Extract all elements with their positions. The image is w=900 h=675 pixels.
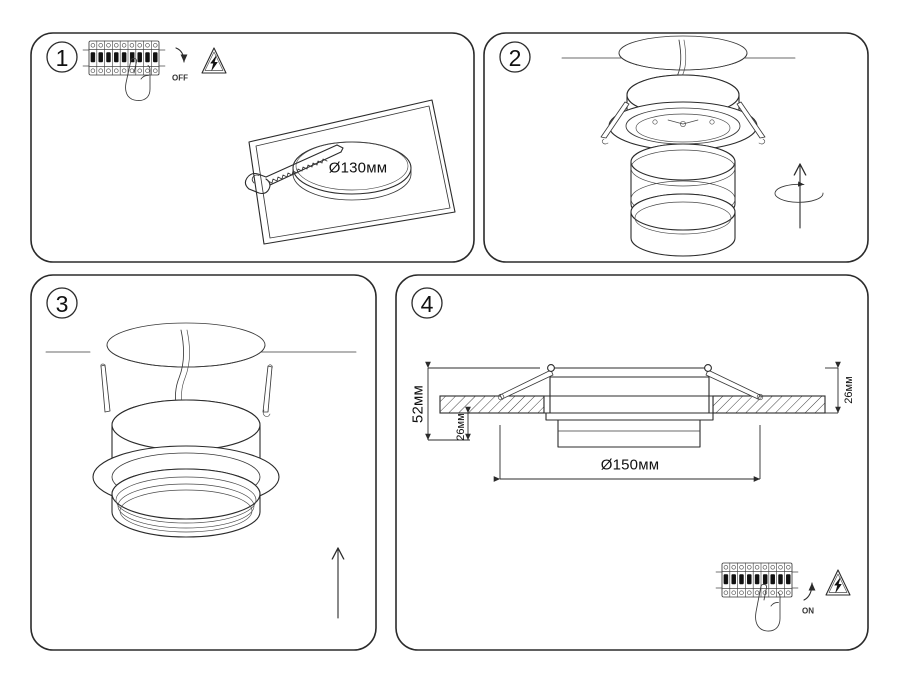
dimension-arrow-icon <box>825 361 841 414</box>
downlight-housing-icon <box>608 74 758 151</box>
total-height-label: 52мм <box>410 385 427 423</box>
ceiling-hole-icon <box>45 322 357 368</box>
panel-4-frame <box>395 274 869 651</box>
ceiling-hole-icon <box>561 35 796 71</box>
insert-and-rotate-arrow-icon <box>774 164 824 229</box>
hole-diameter-label: Ø130мм <box>329 160 388 177</box>
outer-diameter-label: Ø150мм <box>601 457 660 474</box>
breaker-off-label: OFF <box>172 74 188 83</box>
panel-3-step-number: 3 <box>46 287 78 319</box>
assembled-luminaire-icon <box>92 399 280 538</box>
dimension-arrow-icon <box>425 361 540 441</box>
decorative-ring-icon <box>630 193 736 257</box>
hand-pointing-icon <box>755 583 781 632</box>
step-number-label: 4 <box>421 291 434 317</box>
panel-1-step-number: 1 <box>46 41 78 73</box>
dimension-arrow-icon <box>493 425 761 482</box>
circuit-breaker-icon <box>715 562 799 598</box>
hand-pointing-icon <box>125 57 151 101</box>
circuit-breaker-icon <box>82 40 166 76</box>
step-number-label: 1 <box>56 45 69 71</box>
spring-clip-raised-icon <box>100 363 273 417</box>
panel-4-step-number: 4 <box>411 287 443 319</box>
step-number-label: 2 <box>509 45 522 71</box>
breaker-on-label: ON <box>802 607 814 616</box>
spring-clip-icon <box>600 101 766 145</box>
step-number-label: 3 <box>56 291 69 317</box>
electrical-hazard-triangle-icon <box>825 569 851 596</box>
electrical-hazard-triangle-icon <box>201 47 227 74</box>
ceiling-thickness-label: 26мм <box>455 413 467 440</box>
recess-depth-label: 26мм <box>843 376 855 403</box>
keyhole-saw-icon <box>244 144 344 195</box>
section-view-icon <box>543 367 714 448</box>
spring-clip-icon <box>497 364 764 401</box>
curved-arrow-up-icon <box>803 582 816 601</box>
curved-arrow-down-icon <box>175 47 188 63</box>
panel-2-step-number: 2 <box>499 41 531 73</box>
